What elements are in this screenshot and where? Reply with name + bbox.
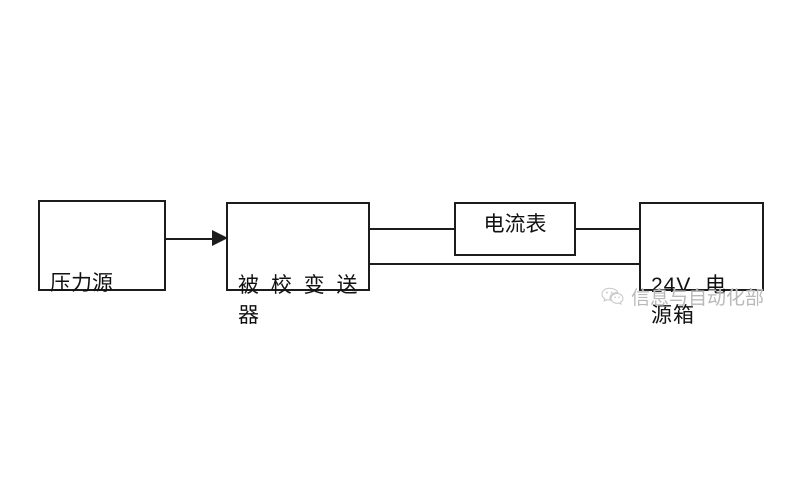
wechat-logo-icon	[601, 287, 624, 306]
connector-transmitter-to-ammeter	[370, 228, 456, 230]
watermark-text: 信息与自动化部	[631, 288, 765, 309]
block-power-supply: 24V 电 源箱	[639, 202, 764, 327]
block-ammeter: 电流表	[454, 202, 576, 256]
connector-source-to-transmitter	[166, 238, 214, 240]
block-pressure-source-label: 压力源	[50, 271, 113, 295]
block-ammeter-label: 电流表	[483, 213, 547, 236]
block-power-supply-label: 24V 电 源箱	[651, 273, 728, 328]
block-pressure-source: 压力源	[38, 200, 166, 295]
block-transmitter: 被 校 变 送 器	[226, 202, 370, 327]
connector-ammeter-to-power-supply	[574, 228, 641, 230]
watermark: 信息与自动化部	[601, 283, 764, 310]
arrow-head-icon	[212, 230, 228, 246]
connector-transmitter-to-power-supply-return	[370, 263, 641, 265]
block-transmitter-label: 被 校 变 送 器	[238, 273, 361, 328]
